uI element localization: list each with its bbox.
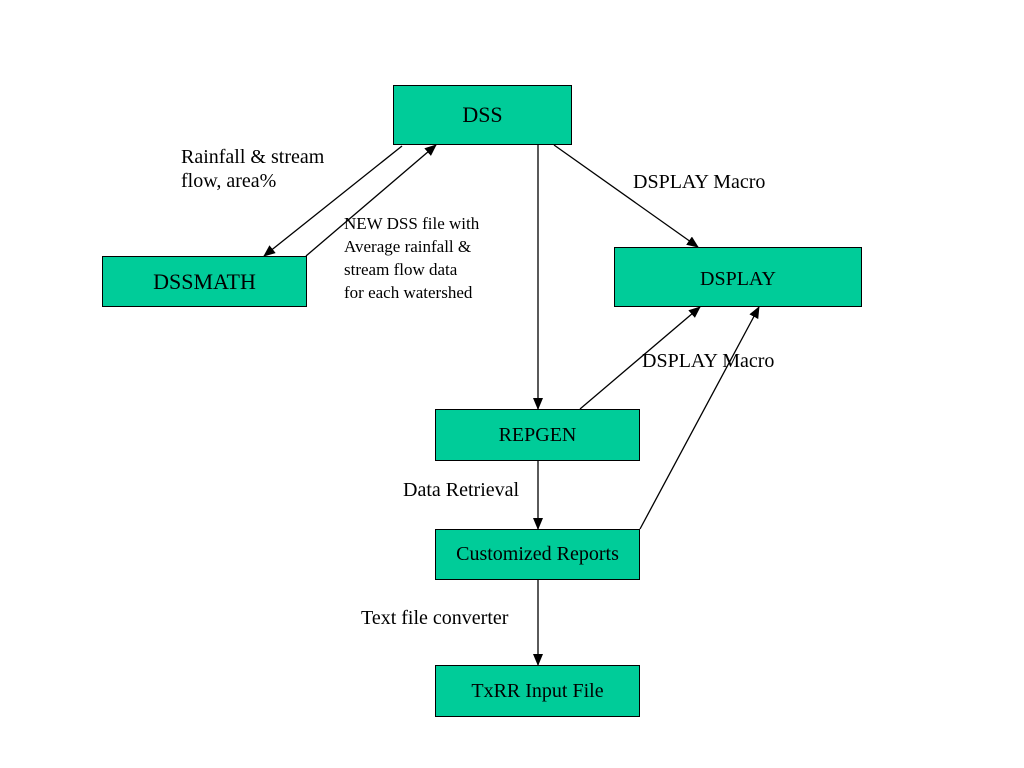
new-dss-label-line: Average rainfall & xyxy=(344,237,472,256)
new-dss-label: NEW DSS file with Average rainfall & str… xyxy=(344,212,479,304)
edge-dssmath-to-dss xyxy=(305,144,437,257)
txrr-input-file-node: TxRR Input File xyxy=(435,665,640,717)
dsplay-macro-mid-label: DSPLAY Macro xyxy=(642,350,775,372)
text-converter-label: Text file converter xyxy=(361,607,509,629)
edge-repgen-to-dsplay xyxy=(579,306,701,410)
rainfall-label-line: Rainfall & stream xyxy=(181,146,325,168)
dsplay-macro-top-label: DSPLAY Macro xyxy=(633,171,766,193)
dssmath-node: DSSMATH xyxy=(102,256,307,307)
customized-reports-node: Customized Reports xyxy=(435,529,640,580)
edge-dss-to-dsplay xyxy=(553,144,699,248)
new-dss-label-line: NEW DSS file with xyxy=(344,214,480,233)
repgen-node: REPGEN xyxy=(435,409,640,461)
rainfall-label-line: flow, area% xyxy=(181,170,277,192)
dss-node: DSS xyxy=(393,85,572,145)
new-dss-label-line: stream flow data xyxy=(344,260,458,279)
dsplay-node: DSPLAY xyxy=(614,247,862,307)
new-dss-label-line: for each watershed xyxy=(344,283,473,302)
data-retrieval-label: Data Retrieval xyxy=(403,479,520,501)
edge-dss-to-dssmath xyxy=(263,145,403,257)
rainfall-label: Rainfall & stream flow, area% xyxy=(181,145,324,193)
edge-reports-to-dsplay xyxy=(639,306,760,530)
